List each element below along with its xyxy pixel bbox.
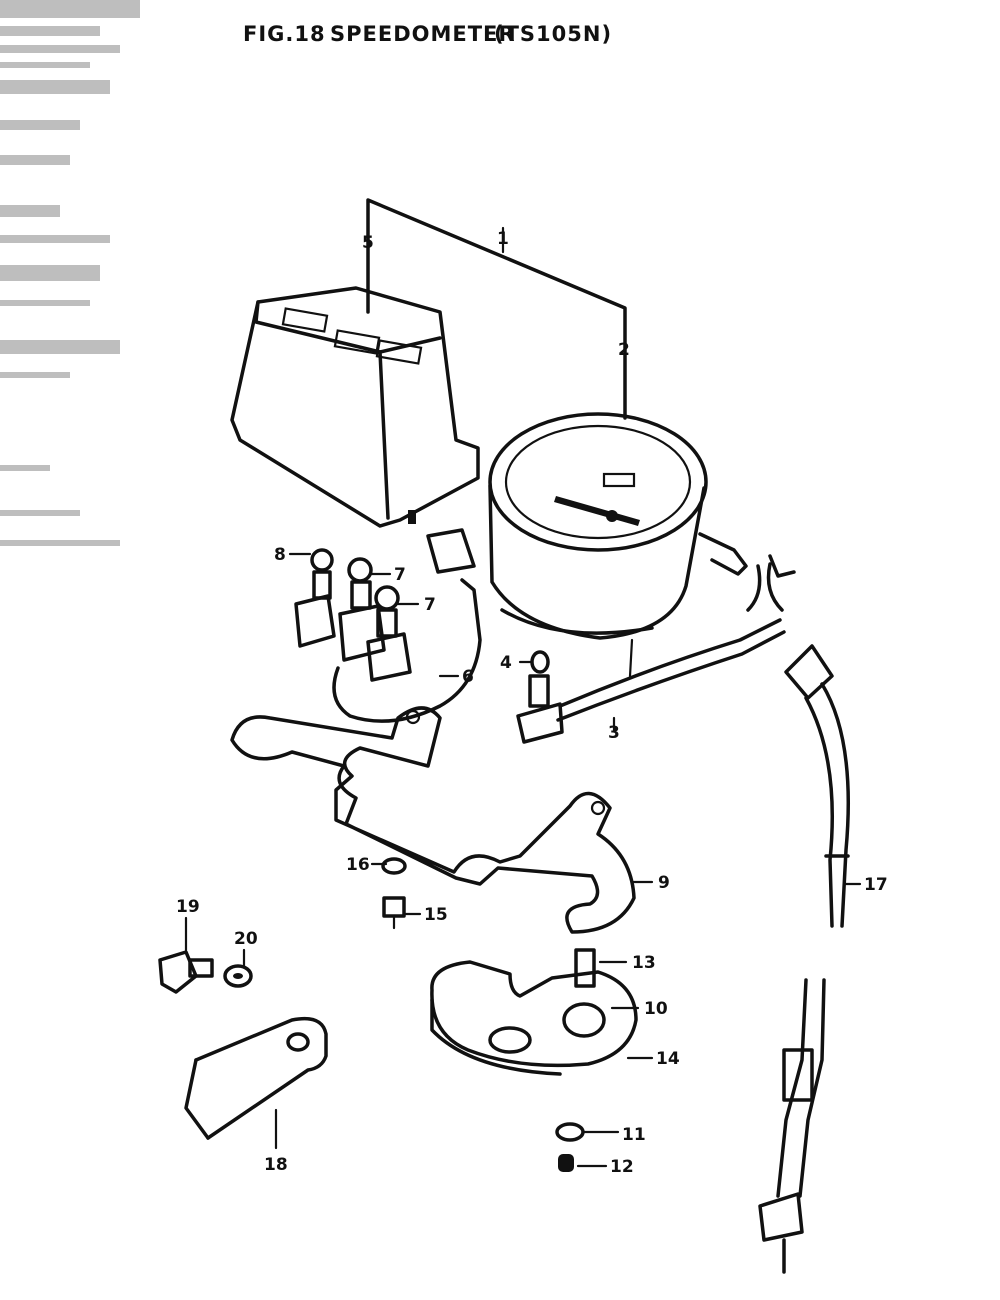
callout-1: 1 xyxy=(497,229,509,249)
figure-number: FIG.18 xyxy=(243,22,326,46)
part-3-lead-wire xyxy=(556,554,796,722)
figure-model: (TS105N) xyxy=(494,22,613,46)
callout-2: 2 xyxy=(618,340,630,360)
callout-10: 10 xyxy=(644,999,668,1019)
callout-6: 6 xyxy=(462,667,474,687)
part-14-gearbox-plate xyxy=(430,948,638,1172)
callout-leaders xyxy=(184,552,862,1168)
part-9-meter-bracket xyxy=(230,706,636,934)
figure-title: FIG.18 SPEEDOMETER (TS105N) xyxy=(0,22,1000,62)
part-2-speedometer-head xyxy=(488,412,762,678)
callout-18: 18 xyxy=(264,1155,288,1175)
callout-13: 13 xyxy=(632,953,656,973)
callout-12: 12 xyxy=(610,1157,634,1177)
part-5-meter-case xyxy=(230,286,480,528)
scan-noise xyxy=(0,0,140,546)
callout-17: 17 xyxy=(864,875,888,895)
callout-11: 11 xyxy=(622,1125,646,1145)
callout-20: 20 xyxy=(234,929,258,949)
callout-14: 14 xyxy=(656,1049,680,1069)
figure-name: SPEEDOMETER xyxy=(330,22,516,46)
part-19-20-bolt-washer xyxy=(158,950,253,994)
part-4-bulb-socket xyxy=(516,650,564,744)
assembly-bracket-line xyxy=(366,198,627,420)
callout-labels: 1 2 3 4 5 6 7 7 8 9 10 11 12 13 14 15 16… xyxy=(176,229,888,1177)
callout-7-upper: 7 xyxy=(394,565,406,585)
callout-4: 4 xyxy=(500,653,512,673)
part-15-16-screw-washer xyxy=(381,857,407,930)
callout-7-lower: 7 xyxy=(424,595,436,615)
part-18-stay xyxy=(184,1016,328,1140)
callout-8: 8 xyxy=(274,545,286,565)
callout-5: 5 xyxy=(362,233,374,253)
callout-19: 19 xyxy=(176,897,200,917)
part-6-7-8-indicator-sockets xyxy=(294,528,482,723)
callout-9: 9 xyxy=(658,873,670,893)
part-17-speedometer-cable xyxy=(758,644,851,1274)
callout-15: 15 xyxy=(424,905,448,925)
callout-3: 3 xyxy=(608,723,620,743)
callout-16: 16 xyxy=(346,855,370,875)
